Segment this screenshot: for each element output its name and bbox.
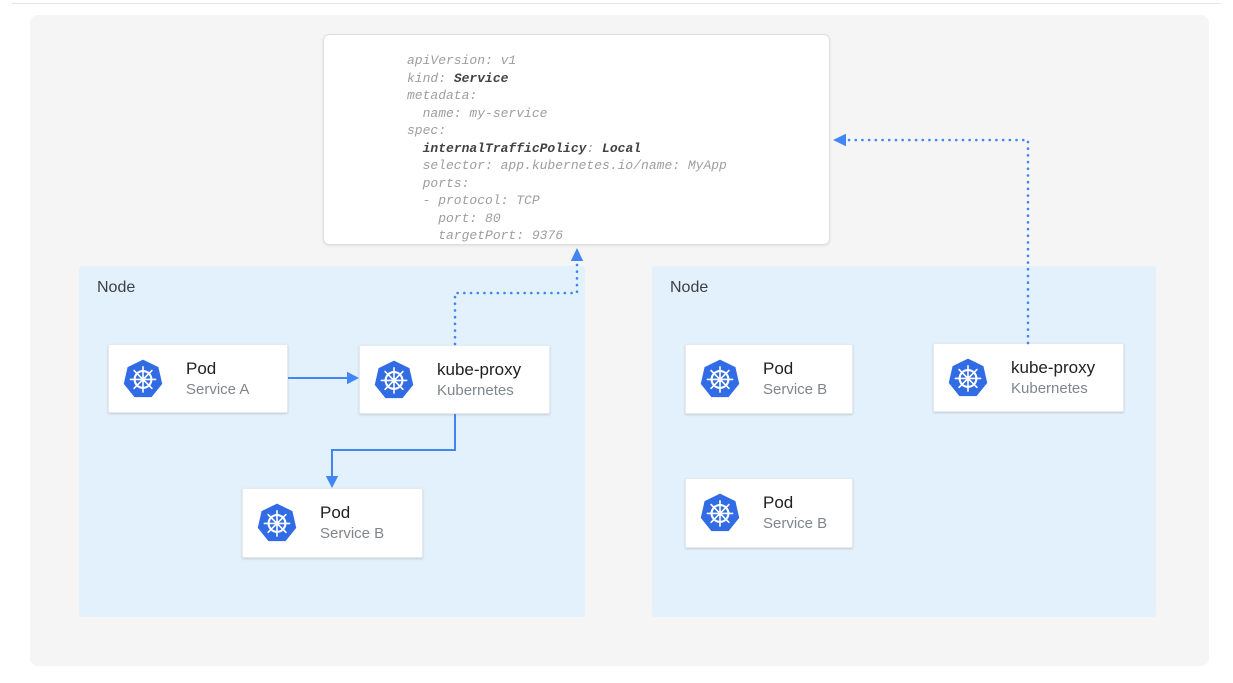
kubernetes-icon	[947, 357, 989, 397]
card-title: Pod	[763, 359, 794, 378]
kubernetes-icon	[122, 358, 164, 398]
card-title: Pod	[186, 358, 217, 378]
yaml-line: - protocol: TCP	[407, 193, 540, 208]
yaml-line: ports:	[407, 175, 470, 191]
pod-card-service-b-right-bottom: Pod Service B	[685, 478, 853, 548]
card-title: Pod	[320, 503, 351, 522]
yaml-line: spec:	[407, 123, 447, 138]
card-subtitle: Kubernetes	[437, 381, 514, 399]
kube-proxy-card-right: kube-proxy Kubernetes	[933, 343, 1124, 412]
card-subtitle: Service B	[763, 381, 828, 398]
node-label: Node	[97, 279, 136, 296]
service-yaml-card: apiVersion: v1 kind: Service metadata: nam…	[323, 34, 830, 245]
card-subtitle: Kubernetes	[1011, 379, 1088, 397]
yaml-line: targetPort: 9376	[407, 228, 564, 243]
pod-card-service-b-left: Pod Service B	[242, 488, 423, 558]
yaml-line: port: 80	[407, 210, 501, 226]
header-divider	[12, 3, 1221, 4]
card-subtitle: Service B	[763, 515, 828, 532]
card-title: kube-proxy	[437, 359, 522, 379]
kubernetes-icon	[373, 359, 415, 399]
card-subtitle: Service B	[320, 525, 385, 542]
yaml-line: internalTrafficPolicy: Local	[422, 140, 642, 156]
pod-card-service-a: Pod Service A	[108, 344, 288, 413]
yaml-line: selector: app.kubernetes.io/name: MyApp	[407, 158, 727, 173]
kubernetes-icon	[699, 492, 741, 533]
kube-proxy-card-left: kube-proxy Kubernetes	[359, 345, 550, 414]
node-label: Node	[670, 279, 709, 296]
service-yaml-code: apiVersion: v1 kind: Service metadata: nam…	[407, 52, 727, 245]
kubernetes-icon	[256, 502, 298, 543]
kubernetes-icon	[699, 358, 741, 399]
yaml-line: metadata:	[407, 88, 478, 103]
yaml-line: name: my-service	[407, 105, 548, 121]
yaml-line: kind: Service	[407, 70, 509, 86]
card-title: kube-proxy	[1011, 357, 1096, 377]
pod-card-service-b-right-top: Pod Service B	[685, 344, 853, 414]
card-title: Pod	[763, 493, 794, 512]
yaml-line: apiVersion: v1	[407, 53, 517, 68]
node-box-left: Node	[79, 266, 585, 617]
card-subtitle: Service A	[186, 380, 250, 398]
node-box-right: Node	[652, 266, 1156, 617]
